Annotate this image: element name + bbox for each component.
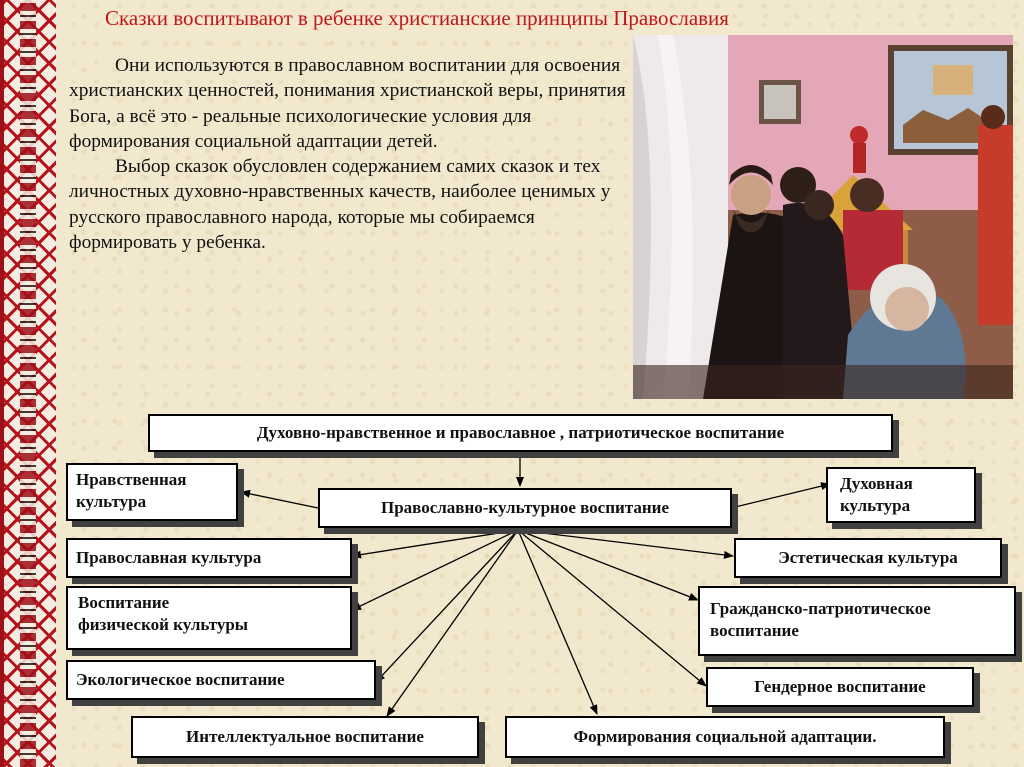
arrow-to-orthodox-culture [351,529,519,559]
arrow-to-ecological [375,529,519,683]
node-ecological: Экологическое воспитание [66,660,376,700]
paragraph-2: Выбор сказок обусловлен содержанием сами… [69,156,611,254]
arrow-to-social [517,529,598,715]
node-orthodox-culture: Православная культура [66,538,352,578]
folk-ornament-border [0,0,56,767]
node-civic-patriotic-line1: Гражданско-патриотическое [710,599,931,618]
arrow-to-moral-culture [240,489,319,509]
slide-title: Сказки воспитывают в ребенке христиански… [105,6,729,30]
classroom-photo [633,35,1013,399]
node-top-spiritual-moral: Духовно-нравственное и православное , па… [148,414,893,452]
node-spiritual-culture: Духовная культура [826,467,976,523]
classroom-photo-illustration [633,35,1013,399]
arrow-to-gender [517,529,707,687]
node-moral-culture: Нравственная культура [66,463,238,521]
node-center-orthodox-cultural: Православно-культурное воспитание [318,488,732,528]
arrow-to-physical-culture [351,529,519,611]
node-intellectual: Интеллектуальное воспитание [131,716,479,758]
node-aesthetic-culture: Эстетическая культура [734,538,1002,578]
arrow-to-intellectual [386,529,519,717]
node-social-adaptation: Формирования социальной адаптации. [505,716,945,758]
node-physical-culture-line1: Воспитание [78,593,170,612]
node-physical-culture-line2: физической культуры [78,615,249,634]
node-physical-culture: Воспитание физической культуры [66,586,352,650]
paragraph-1: Они используются в православном воспитан… [69,55,626,152]
node-civic-patriotic: Гражданско-патриотическое воспитание [698,586,1016,656]
body-text: Они используются в православном воспитан… [69,53,644,255]
arrow-to-spiritual-culture [730,482,831,509]
arrow-to-aesthetic [517,529,734,559]
node-civic-patriotic-line2: воспитание [710,621,799,640]
arrow-to-civic [517,529,699,601]
node-gender: Гендерное воспитание [706,667,974,707]
